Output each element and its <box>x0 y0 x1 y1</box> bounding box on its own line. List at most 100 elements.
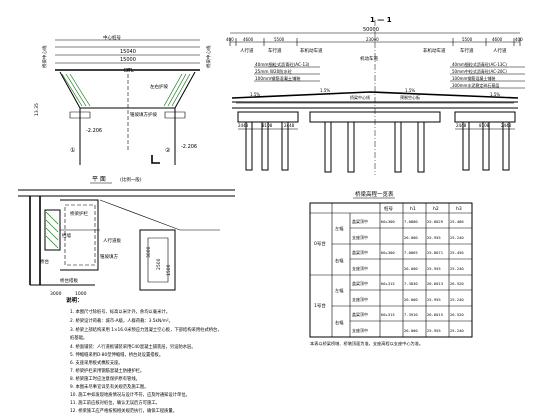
th-h3: h3 <box>456 206 462 212</box>
elev-center: 13.35 <box>34 103 40 116</box>
layer-right-4: 300mm水泥稳定碎石基层 <box>452 82 499 88</box>
note-line-1: 1. 本图尺寸除桩号、标高以米计外，余均以毫米计。 <box>70 308 170 315</box>
g1-h2-1: 25.955 <box>427 297 441 302</box>
note-line-4: 桩基础。 <box>70 334 87 341</box>
g1-h1-2: 7.3910 <box>404 312 418 317</box>
left-section: 中心桩号 15040 15000 DTL 桥梁中心线 桥梁中心线 左右护坡 锥坡… <box>34 34 212 165</box>
cross-section: 1 — 1 50000 400 4600 5500 23000 5500 460… <box>226 16 525 175</box>
slope-4: 1.5% <box>490 92 500 97</box>
plan-subtitle: (比例一般) <box>120 176 142 183</box>
g1-item-3: 支座顶中 <box>352 327 368 333</box>
g1-item-0: 盖梁顶中 <box>352 280 368 286</box>
g1-h2-3: 25.955 <box>427 328 441 333</box>
g1-pile-2: K0+315 <box>381 312 395 317</box>
bdim-5: 8108 <box>479 123 490 128</box>
th-h2: h2 <box>433 206 439 212</box>
lane-7: 人行道 <box>493 47 507 54</box>
plan-label-6: 桥台搭板 <box>60 277 78 284</box>
layer-left-1: 40mm细粒式沥青砼(AC-13) <box>255 61 310 68</box>
columns <box>245 121 510 173</box>
layer-left-3: 100mm钢筋混凝土铺装 <box>255 75 301 82</box>
g0-item-0: 盖梁顶中 <box>352 218 368 224</box>
g1-h3-0: 26.520 <box>450 281 464 286</box>
g0-sub-0: 左幅 <box>335 225 343 232</box>
layers-left: 40mm细粒式沥青砼(AC-13) 25mm W20防水砼 100mm钢筋混凝土… <box>254 61 320 82</box>
slope-1: 1.5% <box>250 92 260 97</box>
overall-width: 50000 <box>363 27 379 33</box>
plan-dim-5: 1500 <box>166 264 172 276</box>
g0-h3-3: 25.240 <box>450 266 464 271</box>
note-line-6: 5. 伸缩缝采用D-80型伸缩缝，桥台处设置搭板。 <box>70 351 163 358</box>
g0-item-2: 盖梁顶中 <box>352 249 368 255</box>
plan-dim-3: 3000 <box>146 246 152 258</box>
table-title: 桥梁高程一览表 <box>355 190 394 198</box>
note-line-7: 6. 支座采用板式橡胶支座。 <box>70 359 123 366</box>
g1-h3-3: 25.240 <box>450 328 464 333</box>
dim-4600-l: 4600 <box>243 37 254 42</box>
note-line-13: 12. 桥梁施工应严格按照相关规范执行，确保工程质量。 <box>70 407 177 414</box>
bdim-3: 2448 <box>284 123 295 128</box>
g1-h1-3: 26.000 <box>404 328 418 333</box>
plan-label-4: 锥坡填方 <box>100 253 118 260</box>
elev-left: -2.206 <box>86 128 102 134</box>
beam-label-1: 桥梁中心线 <box>350 94 370 100</box>
g0-h2-0: 25.8029 <box>427 219 444 224</box>
side-label-left: 桥梁中心线 <box>41 45 48 68</box>
g0-item-3: 支座顶中 <box>352 265 368 271</box>
g1-item-2: 盖梁顶中 <box>352 311 368 317</box>
plan-dim-2: 1000 <box>75 291 87 297</box>
dim-400-l: 400 <box>226 37 234 42</box>
g0-h1-0: 7.0800 <box>404 219 418 224</box>
dim-dtl: DTL <box>124 68 134 74</box>
note-line-3: 3. 桥梁上部结构采用 1×16.0米预应力混凝土空心板，下部结构采用柱式桥台， <box>70 326 222 333</box>
g1-h3-2: 26.520 <box>450 312 464 317</box>
plan-label-1: 桥梁护栏 <box>70 210 88 217</box>
dim-4600-r: 4600 <box>492 37 503 42</box>
lane-3: 非机动车道 <box>300 47 323 54</box>
note-a: 左右护坡 <box>150 83 168 90</box>
note-b: 锥坡填方护坡 <box>130 111 157 118</box>
bottom-dims: 2448 8108 2448 2448 8108 2448 <box>238 123 515 130</box>
dim-15000: 15000 <box>120 57 136 63</box>
g1-h2-2: 26.6015 <box>427 312 443 317</box>
mark-1: ① <box>70 147 75 154</box>
g0-h3-1: 25.240 <box>450 235 464 240</box>
g1-sub-2: 右幅 <box>335 319 343 326</box>
note-line-9: 8. 桥梁施工时应注意保护原有管线。 <box>70 375 140 382</box>
g1-h1-0: 7.3830 <box>404 281 418 286</box>
notes-heading: 说明： <box>66 296 83 304</box>
g0-h2-2: 25.8071 <box>427 250 444 255</box>
plan-dim-4: 2500 <box>156 258 162 270</box>
layer-left-2: 25mm W20防水砼 <box>255 68 293 75</box>
g1-h3-1: 25.240 <box>450 297 464 302</box>
bdim-2: 8108 <box>262 123 273 128</box>
side-label-right: 桥梁中心线 <box>205 45 212 68</box>
dim-5500-r: 5500 <box>462 37 473 42</box>
bdim-1: 2448 <box>238 123 249 128</box>
note-line-10: 9. 本图未尽事宜详见有关规范及施工图。 <box>70 383 149 390</box>
lane-4: 机动车道 <box>360 55 378 62</box>
dim-23000: 23000 <box>366 37 379 42</box>
bdim-4: 2448 <box>456 123 467 128</box>
plan-title: 平 面 <box>92 176 106 183</box>
bdim-6: 2448 <box>501 123 512 128</box>
g0-sub-2: 右幅 <box>335 257 343 264</box>
table-footnote: 本表以桥梁桥墩、桥墩顶面为准，支座高程以支座中心为准。 <box>310 340 423 347</box>
layers-right: 40mm细粒式沥青砼(AC-13C) 50mm中粒式沥青砼(AC-20C) 10… <box>450 61 525 89</box>
plan-label-2: 挡墙 <box>62 232 71 239</box>
top-dims: 400 4600 5500 23000 5500 4600 400 <box>226 37 523 46</box>
g0-h1-3: 26.000 <box>404 266 418 271</box>
layer-right-2: 50mm中粒式沥青砼(AC-20C) <box>452 68 507 74</box>
g0-h1-1: 26.000 <box>404 235 418 240</box>
g0-item-1: 支座顶中 <box>352 234 368 240</box>
g1-h2-0: 26.6013 <box>427 281 443 286</box>
g0-h3-0: 25.486 <box>450 219 464 224</box>
plan-label-5: 桥台 <box>40 258 49 265</box>
th-pile: 桩号 <box>384 205 393 212</box>
dim-400-r: 400 <box>515 37 523 42</box>
plan-dim-1: 3000 <box>50 291 62 297</box>
dim-15040: 15040 <box>120 49 136 55</box>
beam-label-2: 预制空心板 <box>400 94 420 100</box>
group-0: 0号台 <box>314 240 326 247</box>
note-line-12: 11. 施工前应核对桩位，确认无误后方可施工。 <box>70 399 160 406</box>
